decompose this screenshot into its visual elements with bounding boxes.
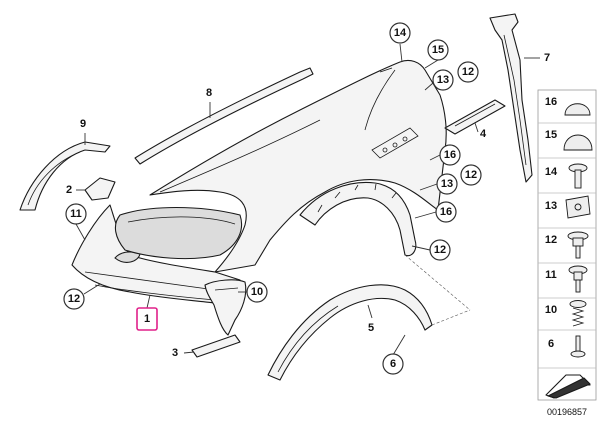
wheel-arch-liner bbox=[299, 181, 417, 257]
svg-text:2: 2 bbox=[66, 184, 72, 196]
strip-part-3 bbox=[191, 334, 241, 358]
bracket-part-9 bbox=[19, 141, 111, 211]
svg-text:15: 15 bbox=[545, 129, 557, 141]
callout-5[interactable]: 5 bbox=[367, 304, 374, 334]
callout-12-lower-right[interactable]: 12 bbox=[411, 239, 451, 261]
fender-flare-part bbox=[267, 284, 433, 381]
svg-text:13: 13 bbox=[545, 200, 557, 212]
svg-text:14: 14 bbox=[545, 166, 558, 178]
legend-item-15: 15 bbox=[545, 129, 593, 151]
svg-text:7: 7 bbox=[544, 52, 550, 64]
svg-text:6: 6 bbox=[548, 338, 554, 350]
callout-12-bottom-left[interactable]: 12 bbox=[63, 283, 101, 310]
svg-text:10: 10 bbox=[545, 304, 557, 316]
callout-13-mid[interactable]: 13 bbox=[419, 173, 458, 195]
callout-4[interactable]: 4 bbox=[474, 122, 487, 140]
fastener-legend-panel: 16 15 14 13 12 11 bbox=[537, 89, 597, 401]
svg-text:12: 12 bbox=[545, 234, 557, 246]
callout-16-mid[interactable]: 16 bbox=[429, 144, 461, 166]
reference-lines bbox=[404, 254, 471, 326]
svg-text:8: 8 bbox=[206, 87, 212, 99]
callout-12-top[interactable]: 12 bbox=[457, 61, 479, 83]
callout-9[interactable]: 9 bbox=[80, 118, 86, 145]
svg-text:11: 11 bbox=[70, 208, 82, 220]
flap-part-2 bbox=[84, 177, 116, 201]
svg-text:12: 12 bbox=[434, 244, 446, 256]
callout-14[interactable]: 14 bbox=[389, 22, 411, 63]
callout-15[interactable]: 15 bbox=[424, 39, 449, 69]
trim-part-8 bbox=[134, 67, 314, 165]
svg-text:13: 13 bbox=[437, 74, 449, 86]
legend-item-14: 14 bbox=[545, 163, 588, 189]
svg-text:9: 9 bbox=[80, 118, 86, 130]
legend-item-13: 13 bbox=[545, 195, 591, 219]
svg-text:5: 5 bbox=[368, 322, 374, 334]
svg-text:13: 13 bbox=[441, 178, 453, 190]
svg-text:16: 16 bbox=[440, 206, 452, 218]
legend-item-11: 11 bbox=[545, 265, 588, 293]
seal-part-7 bbox=[489, 13, 533, 183]
svg-text:12: 12 bbox=[465, 169, 477, 181]
callout-13-top[interactable]: 13 bbox=[424, 69, 454, 91]
fender-panel bbox=[149, 59, 447, 273]
side-marker-part-4 bbox=[444, 99, 506, 135]
callout-3[interactable]: 3 bbox=[172, 347, 195, 359]
callout-8[interactable]: 8 bbox=[206, 87, 212, 118]
callout-1-highlighted[interactable]: 1 bbox=[136, 294, 158, 331]
svg-text:1: 1 bbox=[144, 313, 150, 325]
svg-text:14: 14 bbox=[394, 27, 407, 39]
callout-6[interactable]: 6 bbox=[382, 334, 406, 375]
svg-text:3: 3 bbox=[172, 347, 178, 359]
legend-item-12: 12 bbox=[545, 231, 589, 259]
svg-text:11: 11 bbox=[545, 269, 557, 281]
callout-2[interactable]: 2 bbox=[66, 184, 86, 196]
callout-7[interactable]: 7 bbox=[524, 52, 550, 64]
svg-text:16: 16 bbox=[444, 149, 456, 161]
hood-panel bbox=[114, 206, 243, 260]
svg-text:6: 6 bbox=[390, 358, 396, 370]
callout-12-mid[interactable]: 12 bbox=[460, 164, 482, 186]
document-id: 00196857 bbox=[547, 407, 587, 417]
svg-text:12: 12 bbox=[68, 293, 80, 305]
callout-11[interactable]: 11 bbox=[65, 203, 87, 241]
legend-item-6: 6 bbox=[548, 335, 586, 358]
svg-text:10: 10 bbox=[251, 286, 263, 298]
svg-text:15: 15 bbox=[432, 44, 444, 56]
legend-item-10: 10 bbox=[545, 300, 587, 327]
lower-bracket bbox=[204, 279, 247, 336]
callout-16-lower[interactable]: 16 bbox=[414, 201, 457, 223]
legend-item-16: 16 bbox=[545, 96, 591, 116]
svg-text:4: 4 bbox=[480, 128, 487, 140]
callout-10[interactable]: 10 bbox=[238, 281, 268, 303]
svg-text:12: 12 bbox=[462, 66, 474, 78]
svg-text:16: 16 bbox=[545, 96, 557, 108]
direction-arrow-icon bbox=[545, 374, 591, 399]
